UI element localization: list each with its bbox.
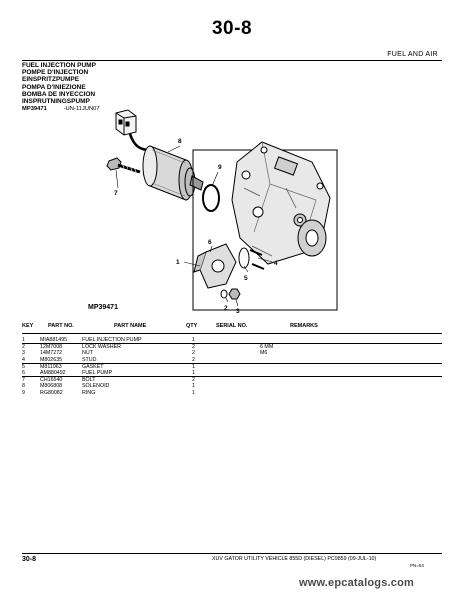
row-part-no: MIA881495 bbox=[40, 337, 68, 343]
fuel-pump-part bbox=[193, 243, 237, 289]
table-row: 2 12M7008 LOCK WASHER 2 6 MM bbox=[22, 343, 442, 350]
callout-8: 8 bbox=[178, 138, 182, 145]
table-row: 4 M802635 STUD 2 bbox=[22, 357, 442, 363]
row-part-name: FUEL PUMP bbox=[82, 369, 113, 376]
title-line: FUEL INJECTION PUMP bbox=[22, 62, 96, 69]
page-number: 30-8 bbox=[211, 18, 253, 39]
footer-title: XUV GATOR UTILITY VEHICLE 855D (DIESEL) … bbox=[212, 556, 377, 562]
row-part-no: M806808 bbox=[40, 383, 63, 390]
title-line: POMPE D'INJECTION bbox=[22, 69, 89, 77]
bolt-part bbox=[106, 157, 141, 174]
table-row: 5 M811963 GASKET 1 bbox=[22, 362, 442, 370]
row-key: 1 bbox=[22, 337, 25, 343]
row-remarks: 6 MM bbox=[260, 344, 274, 351]
ring-part bbox=[202, 184, 220, 212]
leader-lines bbox=[115, 145, 273, 307]
row-part-name: RING bbox=[82, 389, 96, 396]
row-qty: 1 bbox=[192, 363, 195, 370]
row-part-name: STUD bbox=[82, 356, 97, 363]
row-key: 3 bbox=[22, 350, 25, 357]
title-line: BOMBA DE INYECCION bbox=[22, 90, 96, 98]
table-row: 8 M806808 SOLENOID 1 bbox=[22, 383, 442, 389]
column-key: KEY bbox=[22, 323, 34, 329]
row-qty: 1 bbox=[192, 369, 195, 376]
column-part-name: PART NAME bbox=[114, 323, 147, 329]
row-key: 2 bbox=[22, 344, 25, 351]
title-line: EINSPRITZPUMPE bbox=[22, 76, 80, 84]
callout-1: 1 bbox=[176, 259, 180, 266]
column-remarks: REMARKS bbox=[290, 323, 318, 329]
row-key: 5 bbox=[22, 363, 25, 370]
table-row: 9 RG80082 RING 1 bbox=[22, 390, 442, 396]
row-part-no: CH16540 bbox=[40, 377, 63, 384]
multilingual-title-block: FUEL INJECTION PUMP POMPE D'INJECTION EI… bbox=[22, 62, 96, 105]
stud-parts bbox=[249, 249, 265, 270]
title-line: INSPRUTNINGSPUMP bbox=[22, 98, 90, 106]
table-row: 1 MIA881495 FUEL INJECTION PUMP 1 bbox=[22, 337, 442, 343]
row-part-no: AM880492 bbox=[40, 369, 66, 376]
title-line: POMPA D'INIEZIONE bbox=[22, 83, 86, 91]
column-part-no: PART NO. bbox=[48, 323, 74, 329]
row-qty: 1 bbox=[192, 383, 195, 390]
row-part-name: GASKET bbox=[82, 363, 104, 370]
solenoid-part bbox=[142, 145, 204, 201]
row-part-no: RG80082 bbox=[40, 389, 63, 396]
table-header-rule bbox=[22, 333, 442, 334]
row-key: 9 bbox=[22, 389, 25, 396]
table-row: 7 CH16540 BOLT 2 bbox=[22, 376, 442, 383]
row-qty: 1 bbox=[192, 337, 195, 343]
row-key: 4 bbox=[22, 356, 25, 363]
solenoid-connector bbox=[115, 109, 137, 136]
row-part-name: NUT bbox=[82, 350, 93, 357]
figure-reference: MP39471 -UN-11JUN07 bbox=[22, 106, 100, 112]
row-part-no: M811963 bbox=[40, 363, 62, 370]
row-qty: 1 bbox=[192, 389, 195, 396]
gasket-part bbox=[238, 247, 250, 269]
row-qty: 2 bbox=[192, 350, 195, 357]
callout-2: 2 bbox=[224, 305, 228, 312]
section-title: FUEL AND AIR bbox=[387, 51, 438, 58]
parts-table-header: KEY PART NO. PART NAME QTY SERIAL NO. RE… bbox=[22, 323, 442, 331]
footer-page-number: 30-8 bbox=[22, 556, 37, 563]
column-qty: QTY bbox=[186, 323, 198, 329]
column-serial-no: SERIAL NO. bbox=[216, 323, 248, 329]
callout-5: 5 bbox=[244, 275, 248, 282]
watermark: www.epcatalogs.com bbox=[298, 577, 414, 589]
callout-7: 7 bbox=[114, 190, 118, 197]
row-part-name: LOCK WASHER bbox=[82, 344, 121, 351]
figure-reference-code: -UN-11JUN07 bbox=[63, 106, 100, 112]
fuel-injection-pump bbox=[231, 141, 331, 265]
exploded-parts-diagram: 1 2 3 4 5 6 7 8 9 bbox=[106, 109, 338, 315]
row-qty: 2 bbox=[192, 377, 195, 384]
figure-label: MP39471 bbox=[88, 304, 118, 311]
footer-code: PN=54 bbox=[410, 563, 424, 568]
row-part-no: M802635 bbox=[40, 356, 63, 363]
figure-reference-id: MP39471 bbox=[22, 106, 47, 112]
table-row: 3 14M7272 NUT 2 M6 bbox=[22, 350, 442, 356]
table-row: 6 AM880492 FUEL PUMP 1 bbox=[22, 370, 442, 376]
row-part-no: 12M7008 bbox=[40, 344, 63, 351]
row-part-name: FUEL INJECTION PUMP bbox=[82, 337, 142, 343]
callout-6: 6 bbox=[208, 239, 212, 246]
washer-and-nut-parts bbox=[220, 288, 241, 300]
row-part-no: 14M7272 bbox=[40, 350, 63, 357]
footer-rule bbox=[22, 553, 442, 554]
row-qty: 2 bbox=[192, 344, 195, 351]
header-rule bbox=[22, 60, 442, 61]
row-part-name: SOLENOID bbox=[82, 383, 110, 390]
row-qty: 2 bbox=[192, 356, 195, 363]
row-key: 7 bbox=[22, 377, 25, 384]
callout-3: 3 bbox=[236, 308, 240, 315]
callout-9: 9 bbox=[218, 164, 222, 171]
row-key: 8 bbox=[22, 383, 25, 390]
row-part-name: BOLT bbox=[82, 377, 96, 384]
callout-4: 4 bbox=[274, 260, 278, 267]
row-remarks: M6 bbox=[260, 350, 268, 357]
row-key: 6 bbox=[22, 369, 25, 376]
